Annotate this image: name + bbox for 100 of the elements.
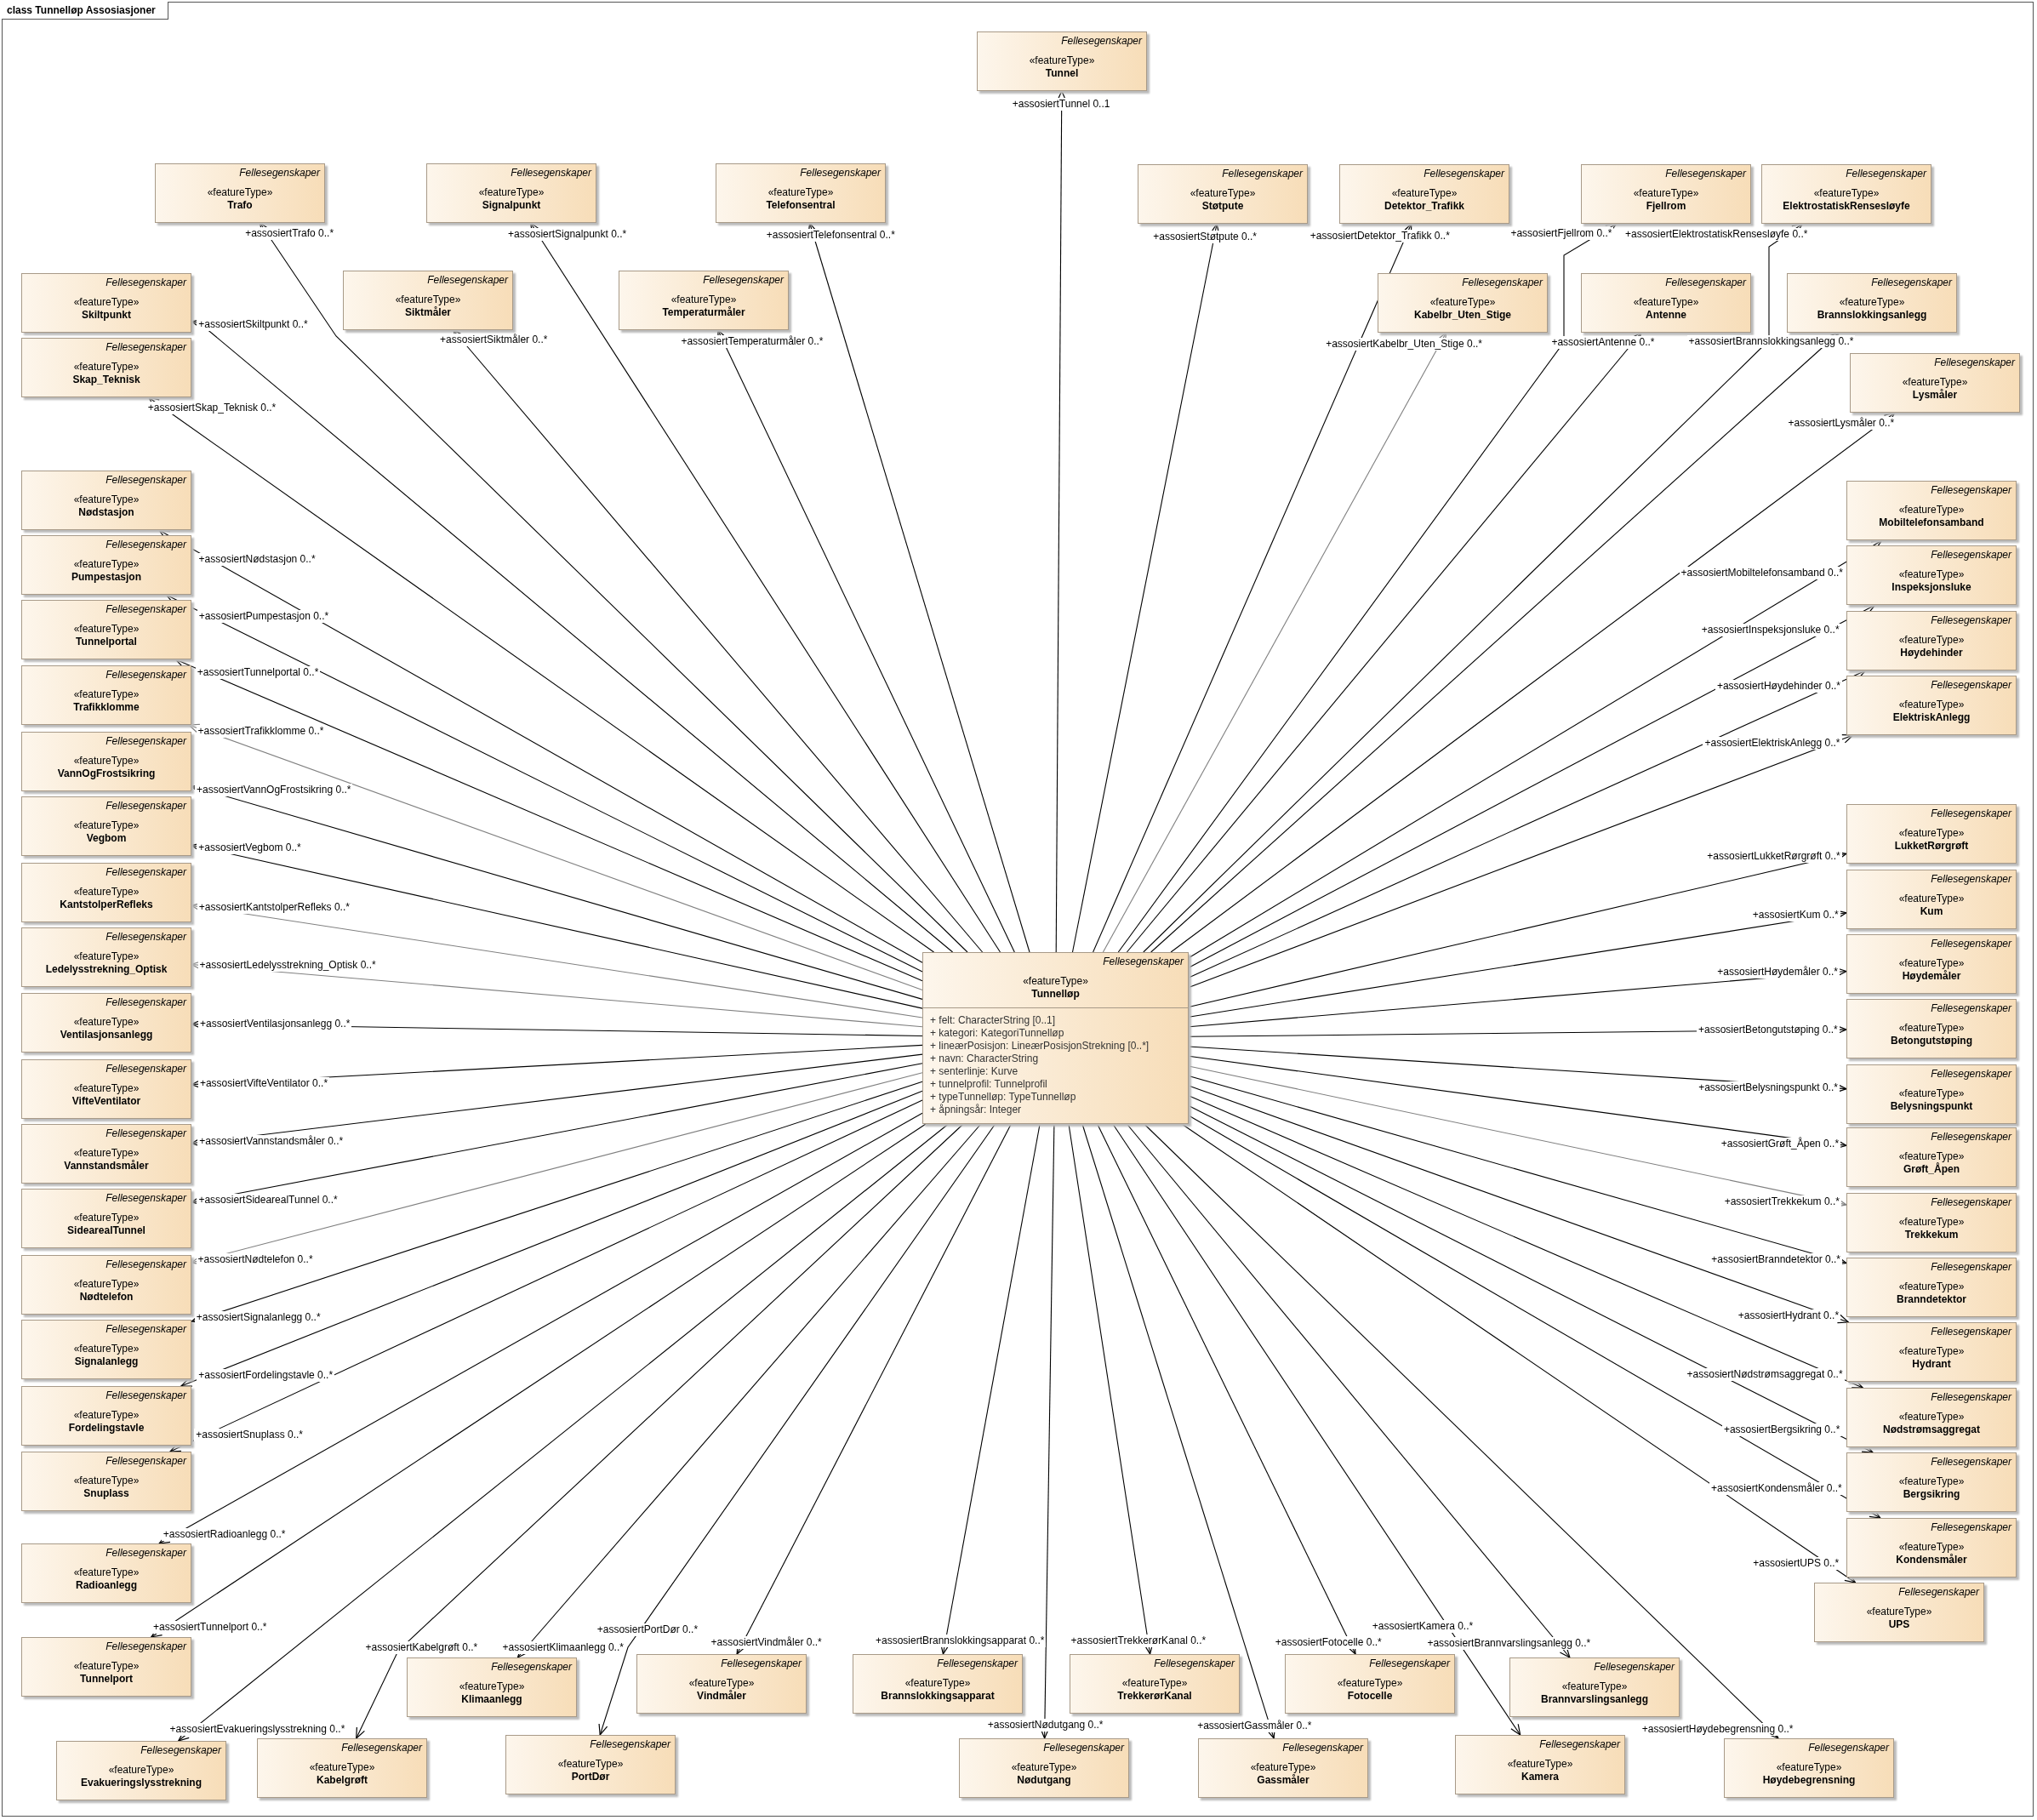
class-name: Tunnel — [1044, 67, 1080, 79]
package-name: Fellesegenskaper — [106, 341, 186, 353]
package-name: Fellesegenskaper — [106, 800, 186, 812]
edge-label: +assosiertTemperaturmåler 0..* — [679, 335, 825, 349]
edge-label: +assosiertTunnelport 0..* — [151, 1620, 269, 1634]
package-name: Fellesegenskaper — [106, 1547, 186, 1559]
edge-label: +assosiertLukketRørgrøft 0..* — [1705, 850, 1842, 864]
class-box — [1455, 1735, 1625, 1794]
class-name: Siktmåler — [404, 306, 452, 318]
class-box — [1814, 1583, 1984, 1642]
class-name: SidearealTunnel — [66, 1224, 146, 1236]
class-name: Evakueringslysstrekning — [79, 1777, 203, 1789]
package-name: Fellesegenskaper — [491, 1661, 572, 1673]
class-name: Høydebegrensning — [1761, 1774, 1857, 1786]
class-name: Trekkekum — [1903, 1229, 1960, 1241]
package-name: Fellesegenskaper — [106, 277, 186, 288]
class-box — [1378, 273, 1548, 333]
association-line — [1188, 539, 1883, 959]
stereotype: «featureType» — [72, 1566, 140, 1578]
class-box — [343, 271, 513, 330]
stereotype: «featureType» — [72, 755, 140, 767]
association-line — [529, 222, 1001, 953]
class-name: Brannslokkingsapparat — [880, 1690, 996, 1702]
edge-label: +assosiertVentilasjonsanlegg 0..* — [198, 1018, 352, 1031]
package-name: Fellesegenskaper — [1665, 168, 1746, 180]
edge-label: +assosiertPumpestasjon 0..* — [197, 610, 331, 624]
class-name: Brannvarslingsanlegg — [1539, 1693, 1649, 1705]
package-name: Fellesegenskaper — [106, 1389, 186, 1401]
package-name: Fellesegenskaper — [106, 1455, 186, 1467]
association-line — [180, 1090, 923, 1387]
edge-label: +assosiertBelysningspunkt 0..* — [1697, 1081, 1840, 1095]
stereotype: «featureType» — [1010, 1761, 1078, 1773]
class-name: Vegbom — [85, 832, 128, 844]
package-name: Fellesegenskaper — [1931, 1521, 2011, 1533]
edge-label: +assosiertFordelingstavle 0..* — [197, 1369, 335, 1383]
class-box — [21, 1386, 191, 1446]
association-line — [1188, 1085, 1849, 1324]
association-line — [191, 784, 923, 1000]
class-box — [426, 163, 596, 223]
association-line — [158, 529, 923, 963]
package-name: Fellesegenskaper — [1808, 1742, 1889, 1754]
class-box — [1846, 481, 2017, 540]
association-line — [1188, 851, 1847, 1008]
class-box — [56, 1741, 226, 1800]
class-box — [1070, 1654, 1240, 1714]
edge-label: +assosiertUPS 0..* — [1751, 1557, 1841, 1571]
edge-label: +assosiertNødstrømsaggregat 0..* — [1685, 1367, 1845, 1381]
package-name: Fellesegenskaper — [1222, 168, 1303, 180]
class-box — [1787, 273, 1957, 333]
association-line — [516, 1123, 982, 1658]
edge-label: +assosiertSnuplass 0..* — [194, 1429, 305, 1442]
association-line — [188, 723, 923, 991]
package-name: Fellesegenskaper — [1931, 679, 2011, 691]
class-box — [853, 1654, 1023, 1714]
edge-label: +assosiertEvakueringslysstrekning 0..* — [168, 1723, 347, 1737]
class-box — [1724, 1738, 1894, 1798]
class-name: Radioanlegg — [75, 1579, 138, 1591]
class-box — [1138, 164, 1308, 224]
stereotype: «featureType» — [72, 558, 140, 570]
class-box — [21, 471, 191, 530]
stereotype: «featureType» — [1897, 1087, 1966, 1099]
stereotype: «featureType» — [1022, 975, 1089, 987]
edge-label: +assosiertVegbom 0..* — [197, 842, 303, 855]
class-box — [1581, 273, 1751, 333]
stereotype: «featureType» — [72, 1475, 140, 1486]
edge-label: +assosiertKum 0..* — [1750, 908, 1840, 921]
class-box — [1846, 999, 2017, 1058]
association-line — [191, 960, 923, 1028]
stereotype: «featureType» — [1897, 504, 1966, 516]
association-line — [1188, 910, 1847, 1018]
association-line — [1102, 332, 1447, 953]
class-name: Klimaanlegg — [460, 1693, 523, 1705]
association-line — [1188, 734, 1854, 989]
stereotype: «featureType» — [72, 623, 140, 635]
association-line — [1150, 332, 1840, 953]
association-line — [807, 222, 1030, 953]
stereotype: «featureType» — [72, 1409, 140, 1421]
class-name: Kondensmåler — [1895, 1554, 1968, 1566]
class-name: Snuplass — [83, 1487, 130, 1499]
package-name: Fellesegenskaper — [1931, 1196, 2011, 1208]
association-line — [1144, 1123, 1779, 1739]
class-box — [1846, 1127, 2017, 1187]
class-box — [1850, 353, 2020, 413]
stereotype: «featureType» — [1897, 1411, 1966, 1423]
class-box — [1846, 1064, 2017, 1124]
package-name: Fellesegenskaper — [1931, 873, 2011, 885]
class-name: Vindmåler — [696, 1690, 747, 1702]
class-name: Lysmåler — [1911, 389, 1959, 401]
package-name: Fellesegenskaper — [1931, 938, 2011, 950]
stereotype: «featureType» — [308, 1761, 376, 1773]
stereotype: «featureType» — [72, 688, 140, 700]
association-line — [736, 1123, 1012, 1655]
class-name: Inspeksjonsluke — [1891, 581, 1972, 593]
stereotype: «featureType» — [72, 1082, 140, 1094]
edge-label: +assosiertTrafikklomme 0..* — [196, 724, 326, 738]
class-name: Skiltpunkt — [81, 309, 132, 321]
association-line — [191, 842, 923, 1009]
package-name: Fellesegenskaper — [1934, 357, 2015, 368]
class-name: UPS — [1887, 1618, 1911, 1630]
edge-label: +assosiertVannOgFrostsikring 0..* — [194, 783, 353, 796]
